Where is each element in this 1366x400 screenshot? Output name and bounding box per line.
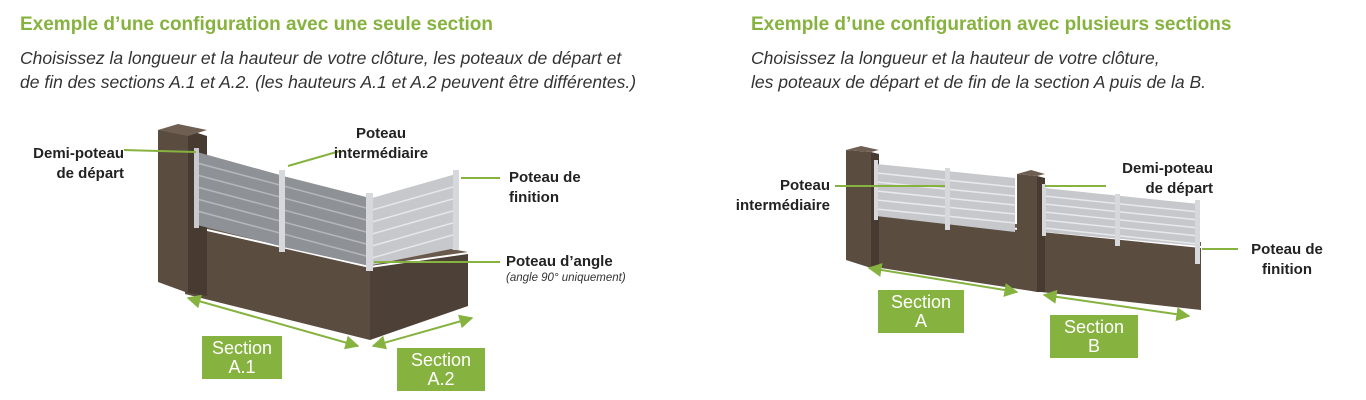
pillar-b-top [1017, 170, 1045, 176]
start-half-post-b [1042, 184, 1046, 236]
description-line-1: Choisissez la longueur et la hauteur de … [20, 48, 622, 68]
start-post-a [874, 160, 878, 220]
pillar-b-front [1017, 174, 1037, 292]
label-corner-note: (angle 90° uniquement) [506, 272, 626, 284]
multi-section-fence-illustration [835, 146, 1238, 322]
pillar-top [158, 124, 207, 136]
dimension-arrow-a1 [186, 294, 360, 350]
single-section-example: Exemple d’une configuration avec une seu… [20, 14, 636, 391]
description-multi-section: Choisissez la longueur et la hauteur de … [751, 46, 1206, 94]
callout-start-post [123, 149, 197, 153]
description-line-2: les poteaux de départ et de fin de la se… [751, 72, 1206, 92]
start-half-post [194, 148, 199, 228]
description-line-1: Choisissez la longueur et la hauteur de … [751, 48, 1160, 68]
fence-panels-dark [196, 152, 371, 266]
middle-post-b [1115, 194, 1120, 246]
end-post-b [1195, 200, 1200, 264]
fence-panels-b [1043, 188, 1200, 246]
pillar-front [158, 130, 188, 293]
single-section-fence-illustration [123, 124, 500, 350]
dimension-arrow-a2 [371, 314, 474, 350]
corner-post [366, 193, 373, 271]
heading-multi-section: Exemple d’une configuration avec plusieu… [751, 14, 1232, 35]
pillar-a-top [846, 146, 879, 152]
middle-post [279, 170, 285, 252]
label-corner-post: Poteau d’angle [506, 253, 613, 270]
callout-middle-post [287, 150, 341, 167]
base-wall-side [370, 254, 468, 340]
description-line-2: de fin des sections A.1 et A.2. (les hau… [20, 72, 637, 92]
middle-post-a [945, 168, 950, 230]
description-single-section: Choisissez la longueur et la hauteur de … [20, 46, 636, 94]
end-post [453, 170, 459, 250]
pillar-a-front [846, 150, 871, 268]
fence-panel-light [371, 174, 457, 265]
dimension-arrow-a [867, 263, 1019, 297]
multi-section-example: Exemple d’une configuration avec plusieu… [683, 0, 1366, 400]
heading-single-section: Exemple d’une configuration avec une seu… [20, 14, 494, 35]
dimension-arrow-b [1042, 289, 1191, 322]
